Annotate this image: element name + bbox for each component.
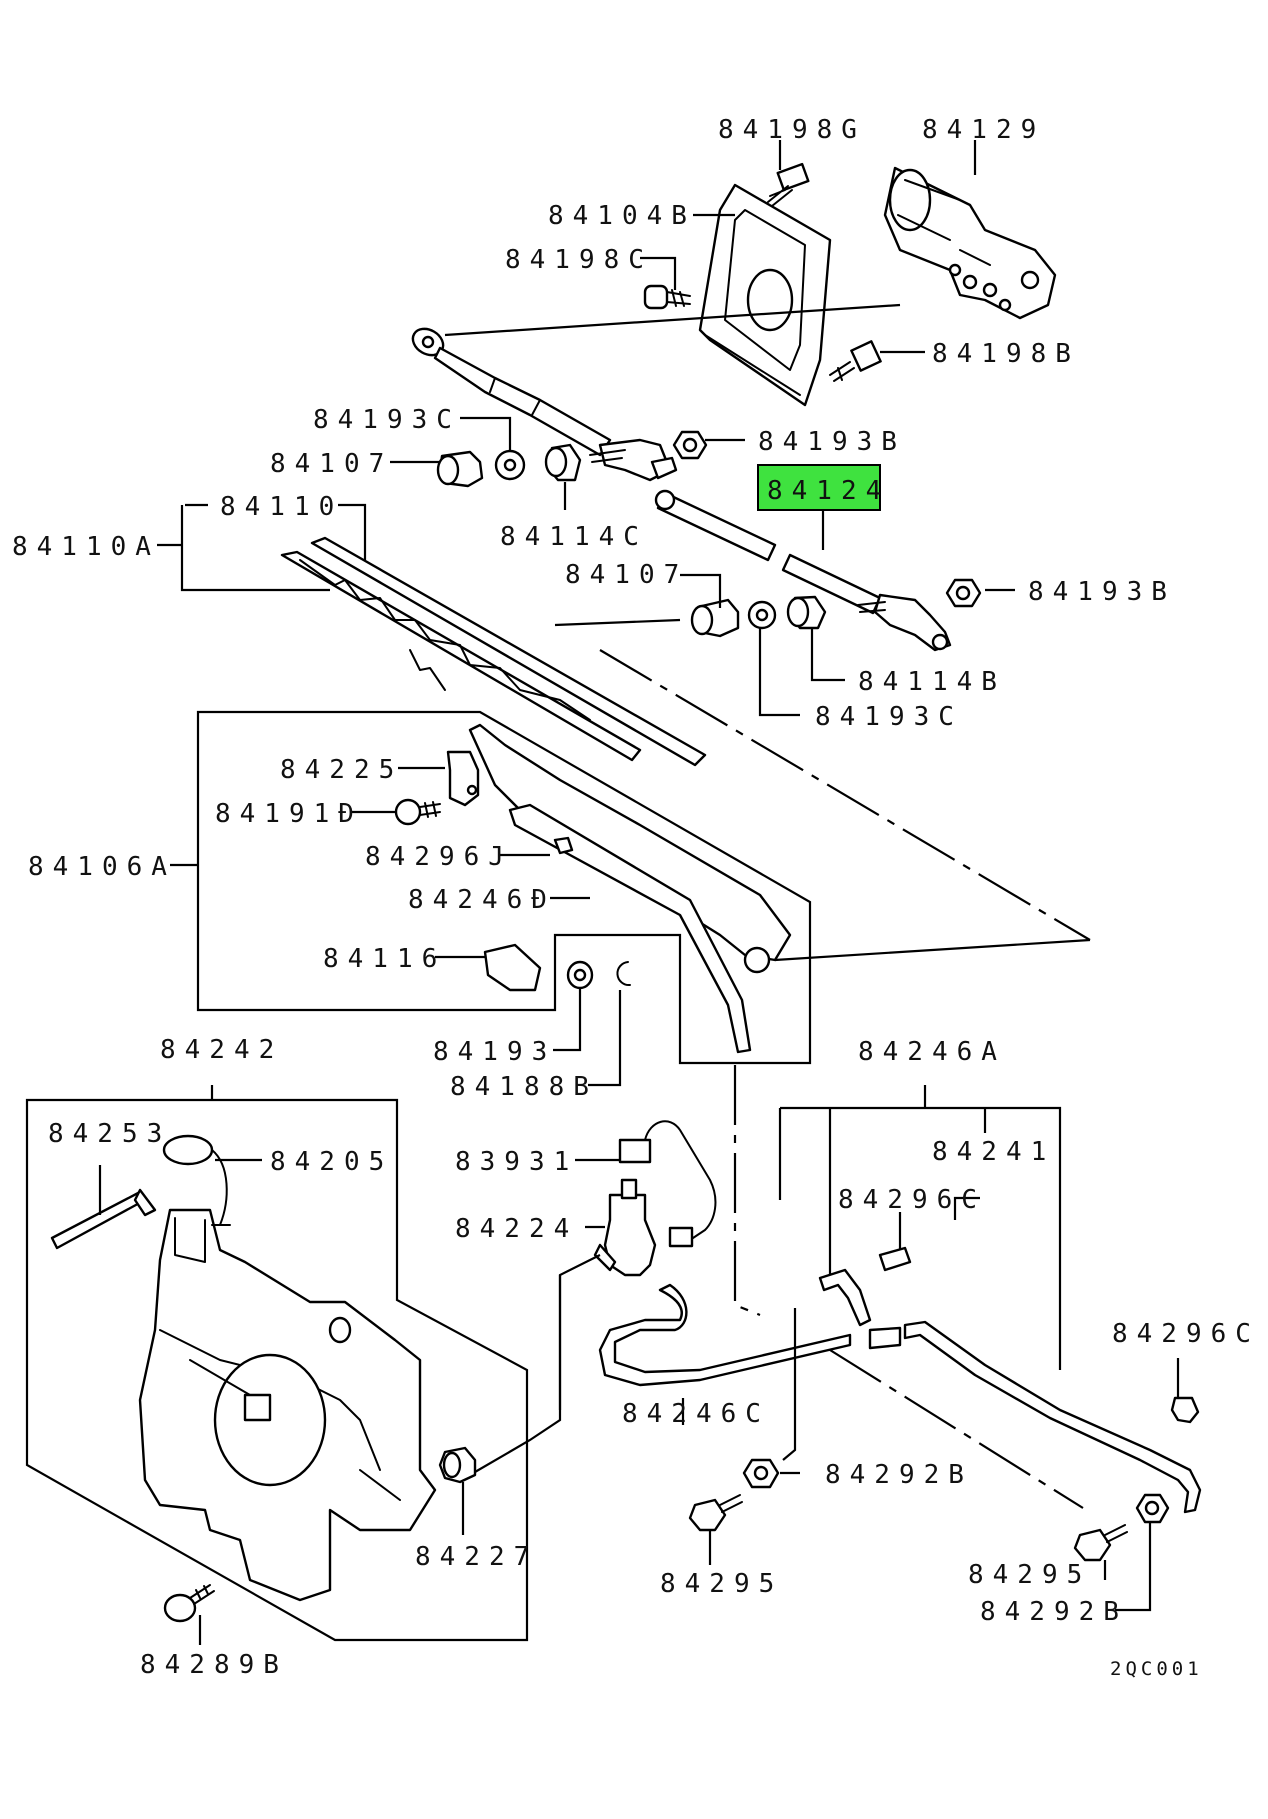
label-84241[interactable]: 84241 <box>932 1137 1055 1167</box>
pivot-assembly-left <box>589 438 678 482</box>
label-84292B-a[interactable]: 84292B <box>825 1460 973 1490</box>
check-valve-84296C <box>878 1246 1200 1424</box>
label-84246A[interactable]: 84246A <box>858 1037 1006 1067</box>
label-84188B[interactable]: 84188B <box>450 1072 598 1102</box>
label-84224[interactable]: 84224 <box>455 1214 578 1244</box>
label-84193C-lower[interactable]: 84193C <box>815 702 963 732</box>
label-84253[interactable]: 84253 <box>48 1119 171 1149</box>
label-84193C-upper[interactable]: 84193C <box>313 405 461 435</box>
label-84198G[interactable]: 84198G <box>718 115 866 145</box>
label-84295-a[interactable]: 84295 <box>660 1569 783 1599</box>
wiper-blade-84110 <box>280 536 707 767</box>
label-84246C[interactable]: 84246C <box>622 1399 770 1429</box>
label-84191D[interactable]: 84191Đ <box>215 799 363 829</box>
label-84242[interactable]: 84242 <box>160 1035 283 1065</box>
wiper-arm-84246D <box>468 723 792 1054</box>
wiper-motor-84129 <box>883 166 1057 320</box>
label-84114C[interactable]: 84114C <box>500 522 648 552</box>
label-84205[interactable]: 84205 <box>270 1147 393 1177</box>
label-84246D[interactable]: 84246Đ <box>408 885 556 915</box>
label-84107-upper[interactable]: 84107 <box>270 449 393 479</box>
connector-83931 <box>618 1120 717 1248</box>
tank-cap-84205 <box>162 1134 231 1226</box>
washer-tank-84242 <box>138 1208 437 1602</box>
bolts-84198 <box>643 162 882 382</box>
wiper-link-rod-upper <box>411 327 612 457</box>
label-84124[interactable]: 84124 <box>767 476 890 506</box>
label-84114B[interactable]: 84114B <box>858 667 1006 697</box>
washer-nozzles-84295 <box>688 1494 1128 1562</box>
small-parts-arm <box>394 750 631 992</box>
label-84116[interactable]: 84116 <box>323 944 446 974</box>
leader-lines <box>25 140 1180 1645</box>
grommet-84227 <box>438 1446 477 1484</box>
label-84110[interactable]: 84110 <box>220 492 343 522</box>
nozzle-nuts-84292B <box>742 1458 1170 1524</box>
label-84193[interactable]: 84193 <box>433 1037 556 1067</box>
motor-bracket-84104B <box>698 183 832 407</box>
label-84296C-b[interactable]: 84296C <box>1112 1319 1260 1349</box>
label-84227[interactable]: 84227 <box>415 1542 538 1572</box>
label-84110A[interactable]: 84110A <box>12 532 160 562</box>
filler-hose-84253 <box>50 1188 157 1250</box>
label-84198B[interactable]: 84198B <box>932 339 1080 369</box>
label-84107-lower[interactable]: 84107 <box>565 560 688 590</box>
pivot-assembly-right <box>857 593 952 652</box>
label-84193B-lower[interactable]: 84193B <box>1028 577 1176 607</box>
label-84225[interactable]: 84225 <box>280 755 403 785</box>
label-83931[interactable]: 83931 <box>455 1147 578 1177</box>
bushings-and-nuts <box>436 430 982 638</box>
diagram-code: 2QC001 <box>1110 1658 1203 1680</box>
label-84292B-b[interactable]: 84292B <box>980 1597 1128 1627</box>
label-84104B[interactable]: 84104B <box>548 201 696 231</box>
label-84106A[interactable]: 84106A <box>28 852 176 882</box>
link-rod-84124 <box>654 489 882 615</box>
label-84295-b[interactable]: 84295 <box>968 1560 1091 1590</box>
washer-hoses-84246 <box>598 1268 1202 1514</box>
bolt-84289B <box>163 1584 215 1623</box>
label-84193B-upper[interactable]: 84193B <box>758 427 906 457</box>
label-84296J[interactable]: 84296J <box>365 842 513 872</box>
label-84296C-a[interactable]: 84296C <box>838 1185 986 1215</box>
label-84198C[interactable]: 84198C <box>505 245 653 275</box>
highlight-box-84124 <box>757 464 881 511</box>
label-84289B[interactable]: 84289B <box>140 1650 288 1680</box>
washer-pump-84224 <box>593 1178 657 1277</box>
label-84129[interactable]: 84129 <box>922 115 1045 145</box>
part-labels: 84198G 84129 84104B 84198C 84198B 84193C… <box>12 115 1260 1680</box>
